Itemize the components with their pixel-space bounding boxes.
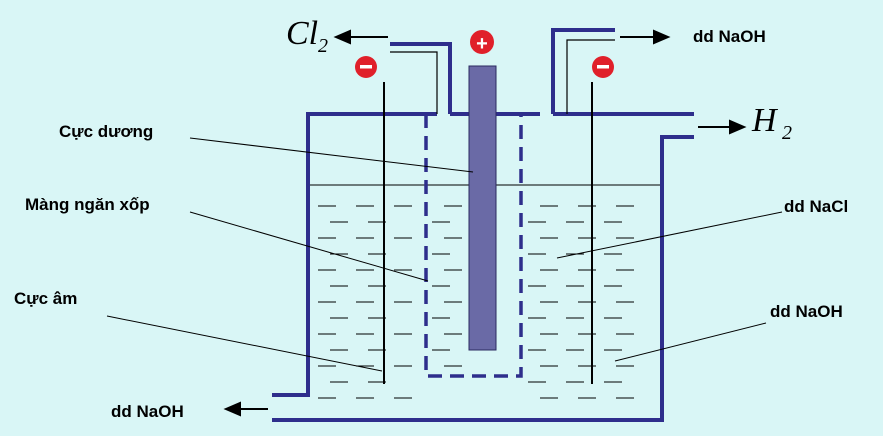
naoh-label: dd NaOH [770, 302, 843, 321]
leader-lines [106, 137, 783, 372]
nacl-label: dd NaCl [784, 197, 848, 216]
tube-inner-lines [390, 39, 615, 114]
h2-label: H [751, 102, 779, 139]
naoh-outlet-tube [551, 28, 615, 114]
cl2-outlet-tube [390, 42, 452, 114]
cl2-label: Cl [286, 15, 318, 52]
vessel [272, 28, 694, 422]
anode-electrode [468, 65, 497, 351]
membrane-label: Màng ngăn xốp [25, 195, 150, 214]
anode-label: Cực dương [59, 122, 153, 141]
anode-terminal: + [470, 30, 494, 55]
plus-sign-icon: + [476, 33, 488, 55]
cathode-label: Cực âm [14, 289, 77, 308]
porous-membrane [424, 114, 523, 378]
h2-arrow-head [729, 119, 747, 135]
minus-sign-icon [360, 65, 372, 69]
naoh-top-label: dd NaOH [693, 27, 766, 46]
cathode-terminal-left [355, 56, 377, 78]
naoh-bottom-label: dd NaOH [111, 402, 184, 421]
vessel-right-wall [272, 135, 694, 422]
cl2-arrow-head [333, 29, 351, 45]
cl2-subscript: 2 [318, 35, 328, 57]
vessel-left-wall [272, 114, 310, 397]
minus-sign-icon [597, 65, 609, 69]
naoh-top-arrow-head [653, 29, 671, 45]
naoh-bottom-arrow-head [223, 401, 241, 417]
h2-subscript: 2 [782, 122, 792, 144]
cathode-terminal-right [592, 56, 614, 78]
